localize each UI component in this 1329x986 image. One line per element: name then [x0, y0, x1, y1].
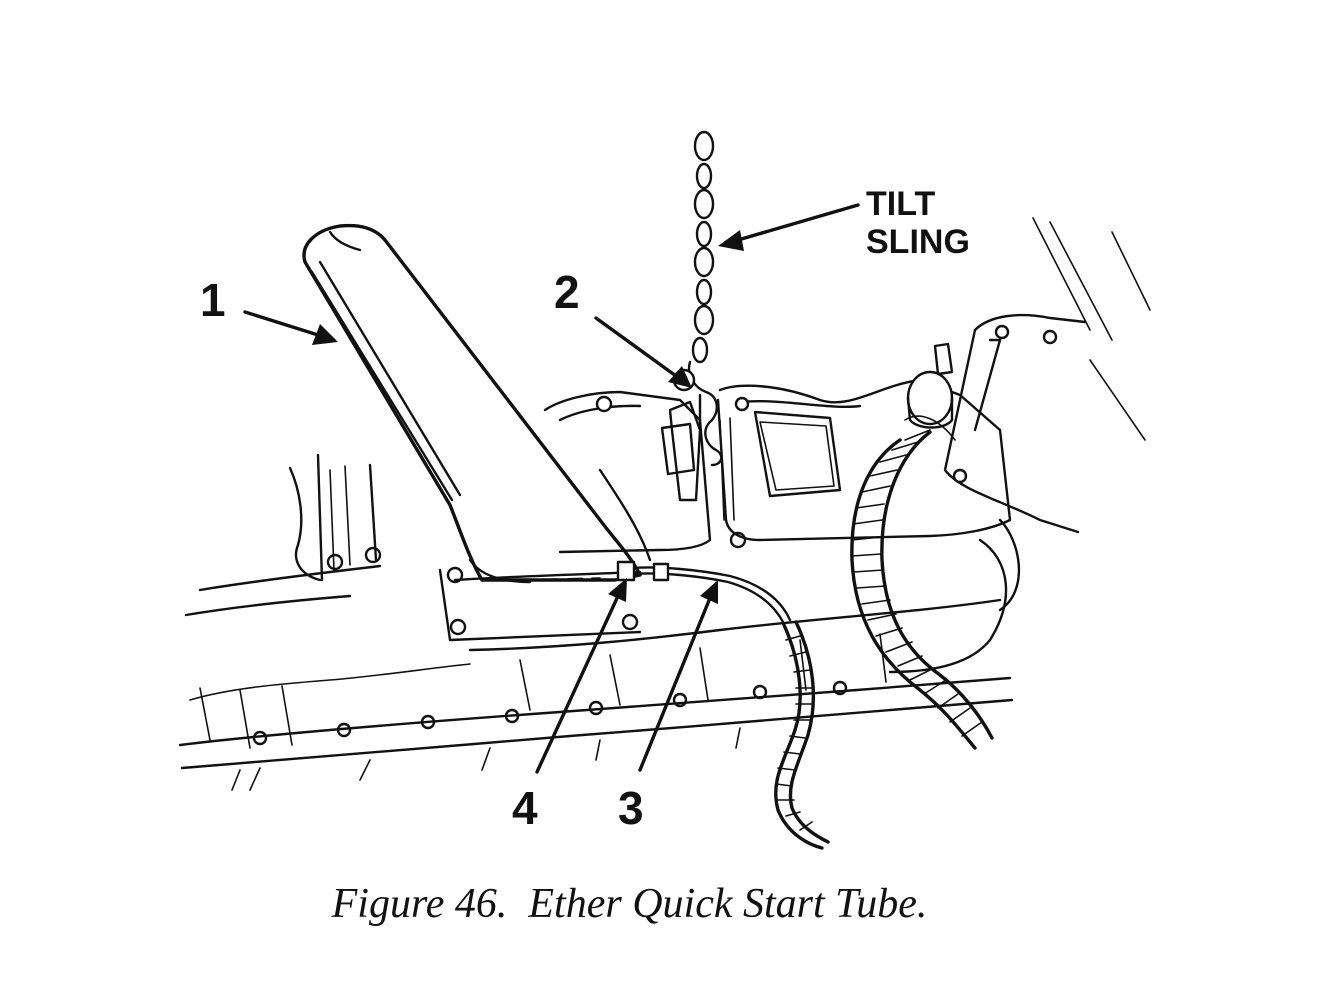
ether-quick-start-tube [616, 560, 830, 850]
figure-caption: Figure 46. Ether Quick Start Tube. [331, 881, 928, 927]
engine-block [178, 453, 1021, 791]
lifting-bracket [660, 368, 702, 502]
callout-3: 3 [618, 782, 644, 834]
ether-cylinder-cap [906, 342, 954, 429]
callout-labels: 1 2 3 4 TILT SLING [200, 185, 970, 834]
callout-2: 2 [554, 266, 580, 318]
corrugated-hose-large [850, 415, 994, 750]
tilt-sling-label-line1: TILT [866, 185, 935, 223]
arrow-1 [243, 310, 338, 345]
right-bracket [943, 217, 1151, 534]
arrow-4 [535, 578, 627, 774]
valve-cover [543, 378, 1012, 554]
callout-1: 1 [200, 274, 226, 326]
arrow-3 [638, 580, 718, 772]
intake-duct [302, 223, 652, 584]
leader-arrows [243, 203, 860, 774]
tilt-sling-chain [687, 130, 723, 467]
arrow-2 [594, 316, 692, 388]
tilt-sling-label-line2: SLING [866, 223, 970, 261]
callout-4: 4 [512, 782, 538, 834]
arrow-tilt-sling [718, 203, 860, 251]
